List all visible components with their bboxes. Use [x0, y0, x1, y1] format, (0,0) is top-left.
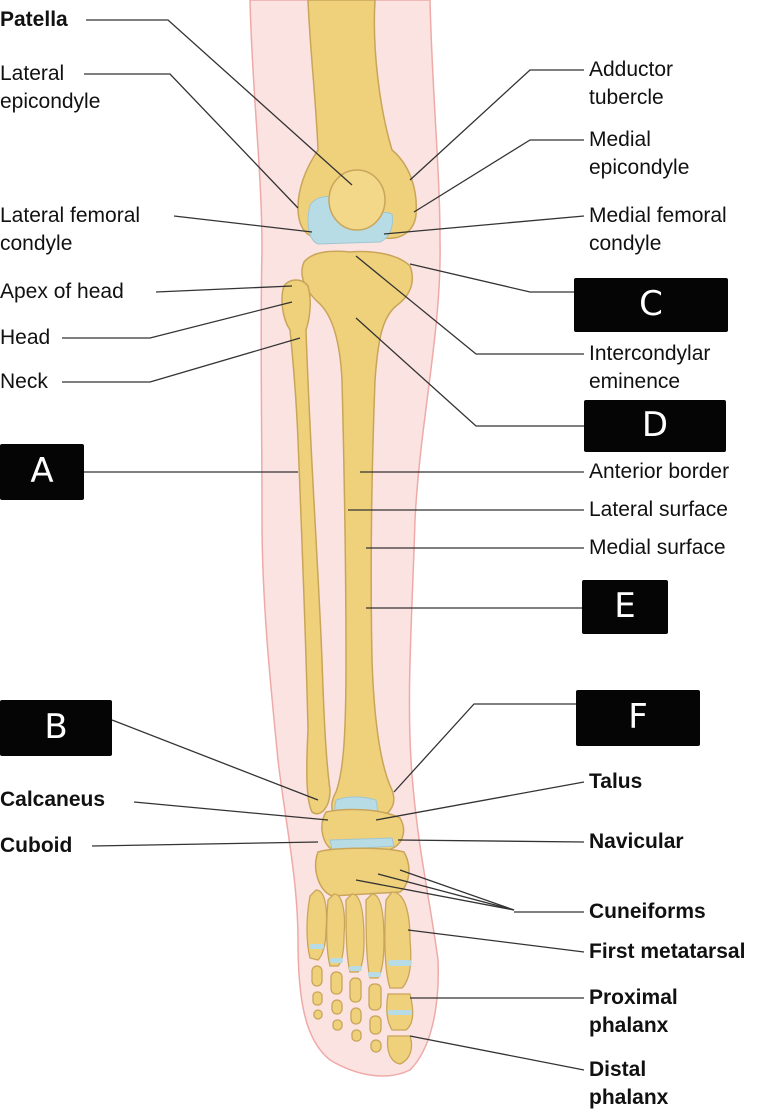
label-cuneiforms: Cuneiforms — [589, 898, 706, 926]
tarsals — [316, 848, 409, 896]
phalanx-2b — [370, 1016, 381, 1034]
label-adductor-tubercle: Adductor tubercle — [589, 56, 673, 112]
answer-box-b: B — [0, 700, 112, 756]
phalanx-5a — [312, 966, 322, 986]
answer-box-f: F — [576, 690, 700, 746]
leader-f — [394, 704, 576, 792]
metatarsal-5 — [307, 890, 327, 960]
answer-box-d-text: D — [584, 405, 726, 445]
phalanx-4c — [333, 1020, 342, 1030]
label-lateral-epicondyle: Lateral epicondyle — [0, 60, 100, 116]
patella-bone — [329, 170, 385, 230]
label-medial-surface: Medial surface — [589, 534, 726, 562]
label-first-metatarsal: First metatarsal — [589, 938, 763, 966]
phalanx-5b — [313, 992, 322, 1005]
label-lateral-surface: Lateral surface — [589, 496, 728, 524]
phalanx-3c — [352, 1030, 361, 1041]
label-cuboid: Cuboid — [0, 832, 72, 860]
label-patella: Patella — [0, 6, 68, 34]
label-lateral-femoral-condyle: Lateral femoral condyle — [0, 202, 140, 258]
label-talus: Talus — [589, 768, 642, 796]
label-medial-femoral-condyle: Medial femoral condyle — [589, 202, 727, 258]
label-anterior-border: Anterior border — [589, 458, 729, 486]
leader-head — [62, 302, 292, 338]
label-head: Head — [0, 324, 50, 352]
answer-box-c-text: C — [574, 284, 728, 324]
answer-box-a-text: A — [0, 451, 84, 491]
answer-box-e: E — [582, 580, 668, 634]
phalanx-4b — [332, 1000, 342, 1014]
answer-box-a: A — [0, 444, 84, 500]
answer-box-e-text: E — [582, 586, 668, 626]
label-apex-of-head: Apex of head — [0, 278, 124, 306]
phalanx-2a — [369, 984, 381, 1010]
phalanx-2c — [371, 1040, 381, 1052]
leader-distal-phalanx — [410, 1036, 584, 1070]
label-medial-epicondyle: Medial epicondyle — [589, 126, 689, 182]
label-neck: Neck — [0, 368, 48, 396]
metatarsal-4 — [327, 894, 345, 966]
answer-box-f-text: F — [576, 697, 700, 737]
metatarsal-2 — [366, 894, 384, 978]
label-distal-phalanx: Distal phalanx — [589, 1056, 668, 1112]
phalanx-4a — [331, 972, 342, 994]
label-intercondylar-eminence: Intercondylar eminence — [589, 340, 710, 396]
leader-navicular — [398, 840, 584, 842]
phalanx-3b — [351, 1008, 361, 1024]
metatarsal-3 — [346, 894, 364, 972]
leader-cuboid — [92, 842, 318, 846]
label-proximal-phalanx: Proximal phalanx — [589, 984, 678, 1040]
answer-box-c: C — [574, 278, 728, 332]
answer-box-d: D — [584, 400, 726, 452]
phalanx-3a — [350, 978, 361, 1002]
label-navicular: Navicular — [589, 828, 684, 856]
metatarsal-1 — [385, 892, 411, 988]
answer-box-b-text: B — [0, 707, 112, 747]
label-calcaneus: Calcaneus — [0, 786, 105, 814]
phalanx-5c — [314, 1010, 322, 1019]
